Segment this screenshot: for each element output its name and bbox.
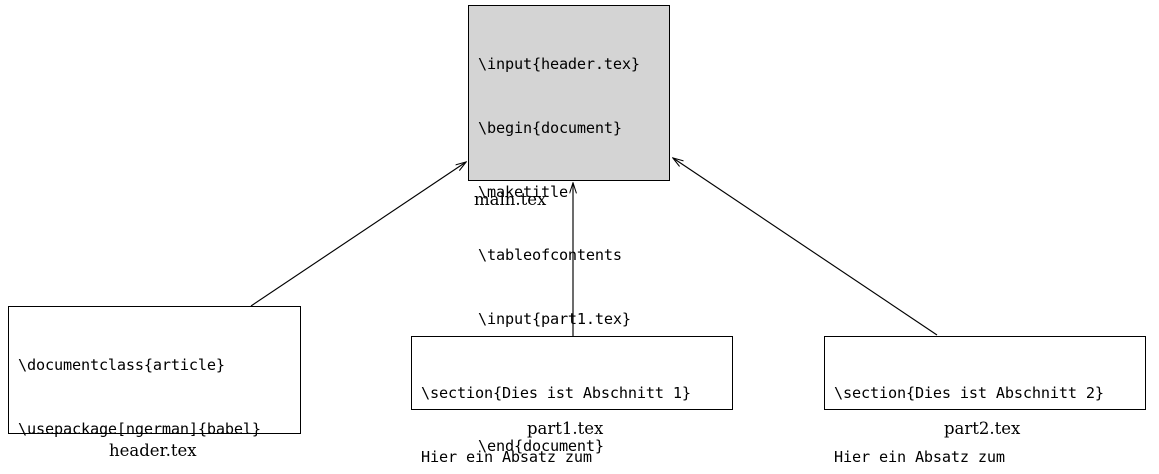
code-line: \input{part1.tex} xyxy=(478,309,631,328)
code-line: \tableofcontents xyxy=(478,246,622,265)
edge-header-to-main xyxy=(250,162,466,307)
node-part1-tex[interactable]: \section{Dies ist Abschnitt 1} Hier ein … xyxy=(411,336,733,466)
code-line: Hier ein Absatz zum xyxy=(421,448,592,467)
code-line: \input{header.tex} xyxy=(478,55,640,74)
code-line: Hier ein Absatz zum xyxy=(834,448,1005,467)
node-header-tex[interactable]: \documentclass{article} \usepackage[nger… xyxy=(8,306,301,438)
node-caption-main-tex: main.tex xyxy=(474,190,547,209)
node-main-tex[interactable]: \input{header.tex} \begin{document} \mak… xyxy=(468,5,670,455)
edge-part2-to-main xyxy=(673,158,938,336)
node-caption-part2-tex: part2.tex xyxy=(944,419,1021,438)
code-line: \documentclass{article} xyxy=(18,356,225,375)
code-line: \section{Dies ist Abschnitt 2} xyxy=(834,384,1104,403)
node-part2-tex[interactable]: \section{Dies ist Abschnitt 2} Hier ein … xyxy=(824,336,1146,466)
code-line: \end{document} xyxy=(478,437,604,456)
code-line: \begin{document} xyxy=(478,119,622,138)
code-line: \maketitle xyxy=(478,182,568,201)
code-line: \section{Dies ist Abschnitt 1} xyxy=(421,384,691,403)
code-line: \usepackage[ngerman]{babel} xyxy=(18,420,261,439)
node-caption-part1-tex: part1.tex xyxy=(527,419,604,438)
node-caption-header-tex: header.tex xyxy=(109,441,197,460)
